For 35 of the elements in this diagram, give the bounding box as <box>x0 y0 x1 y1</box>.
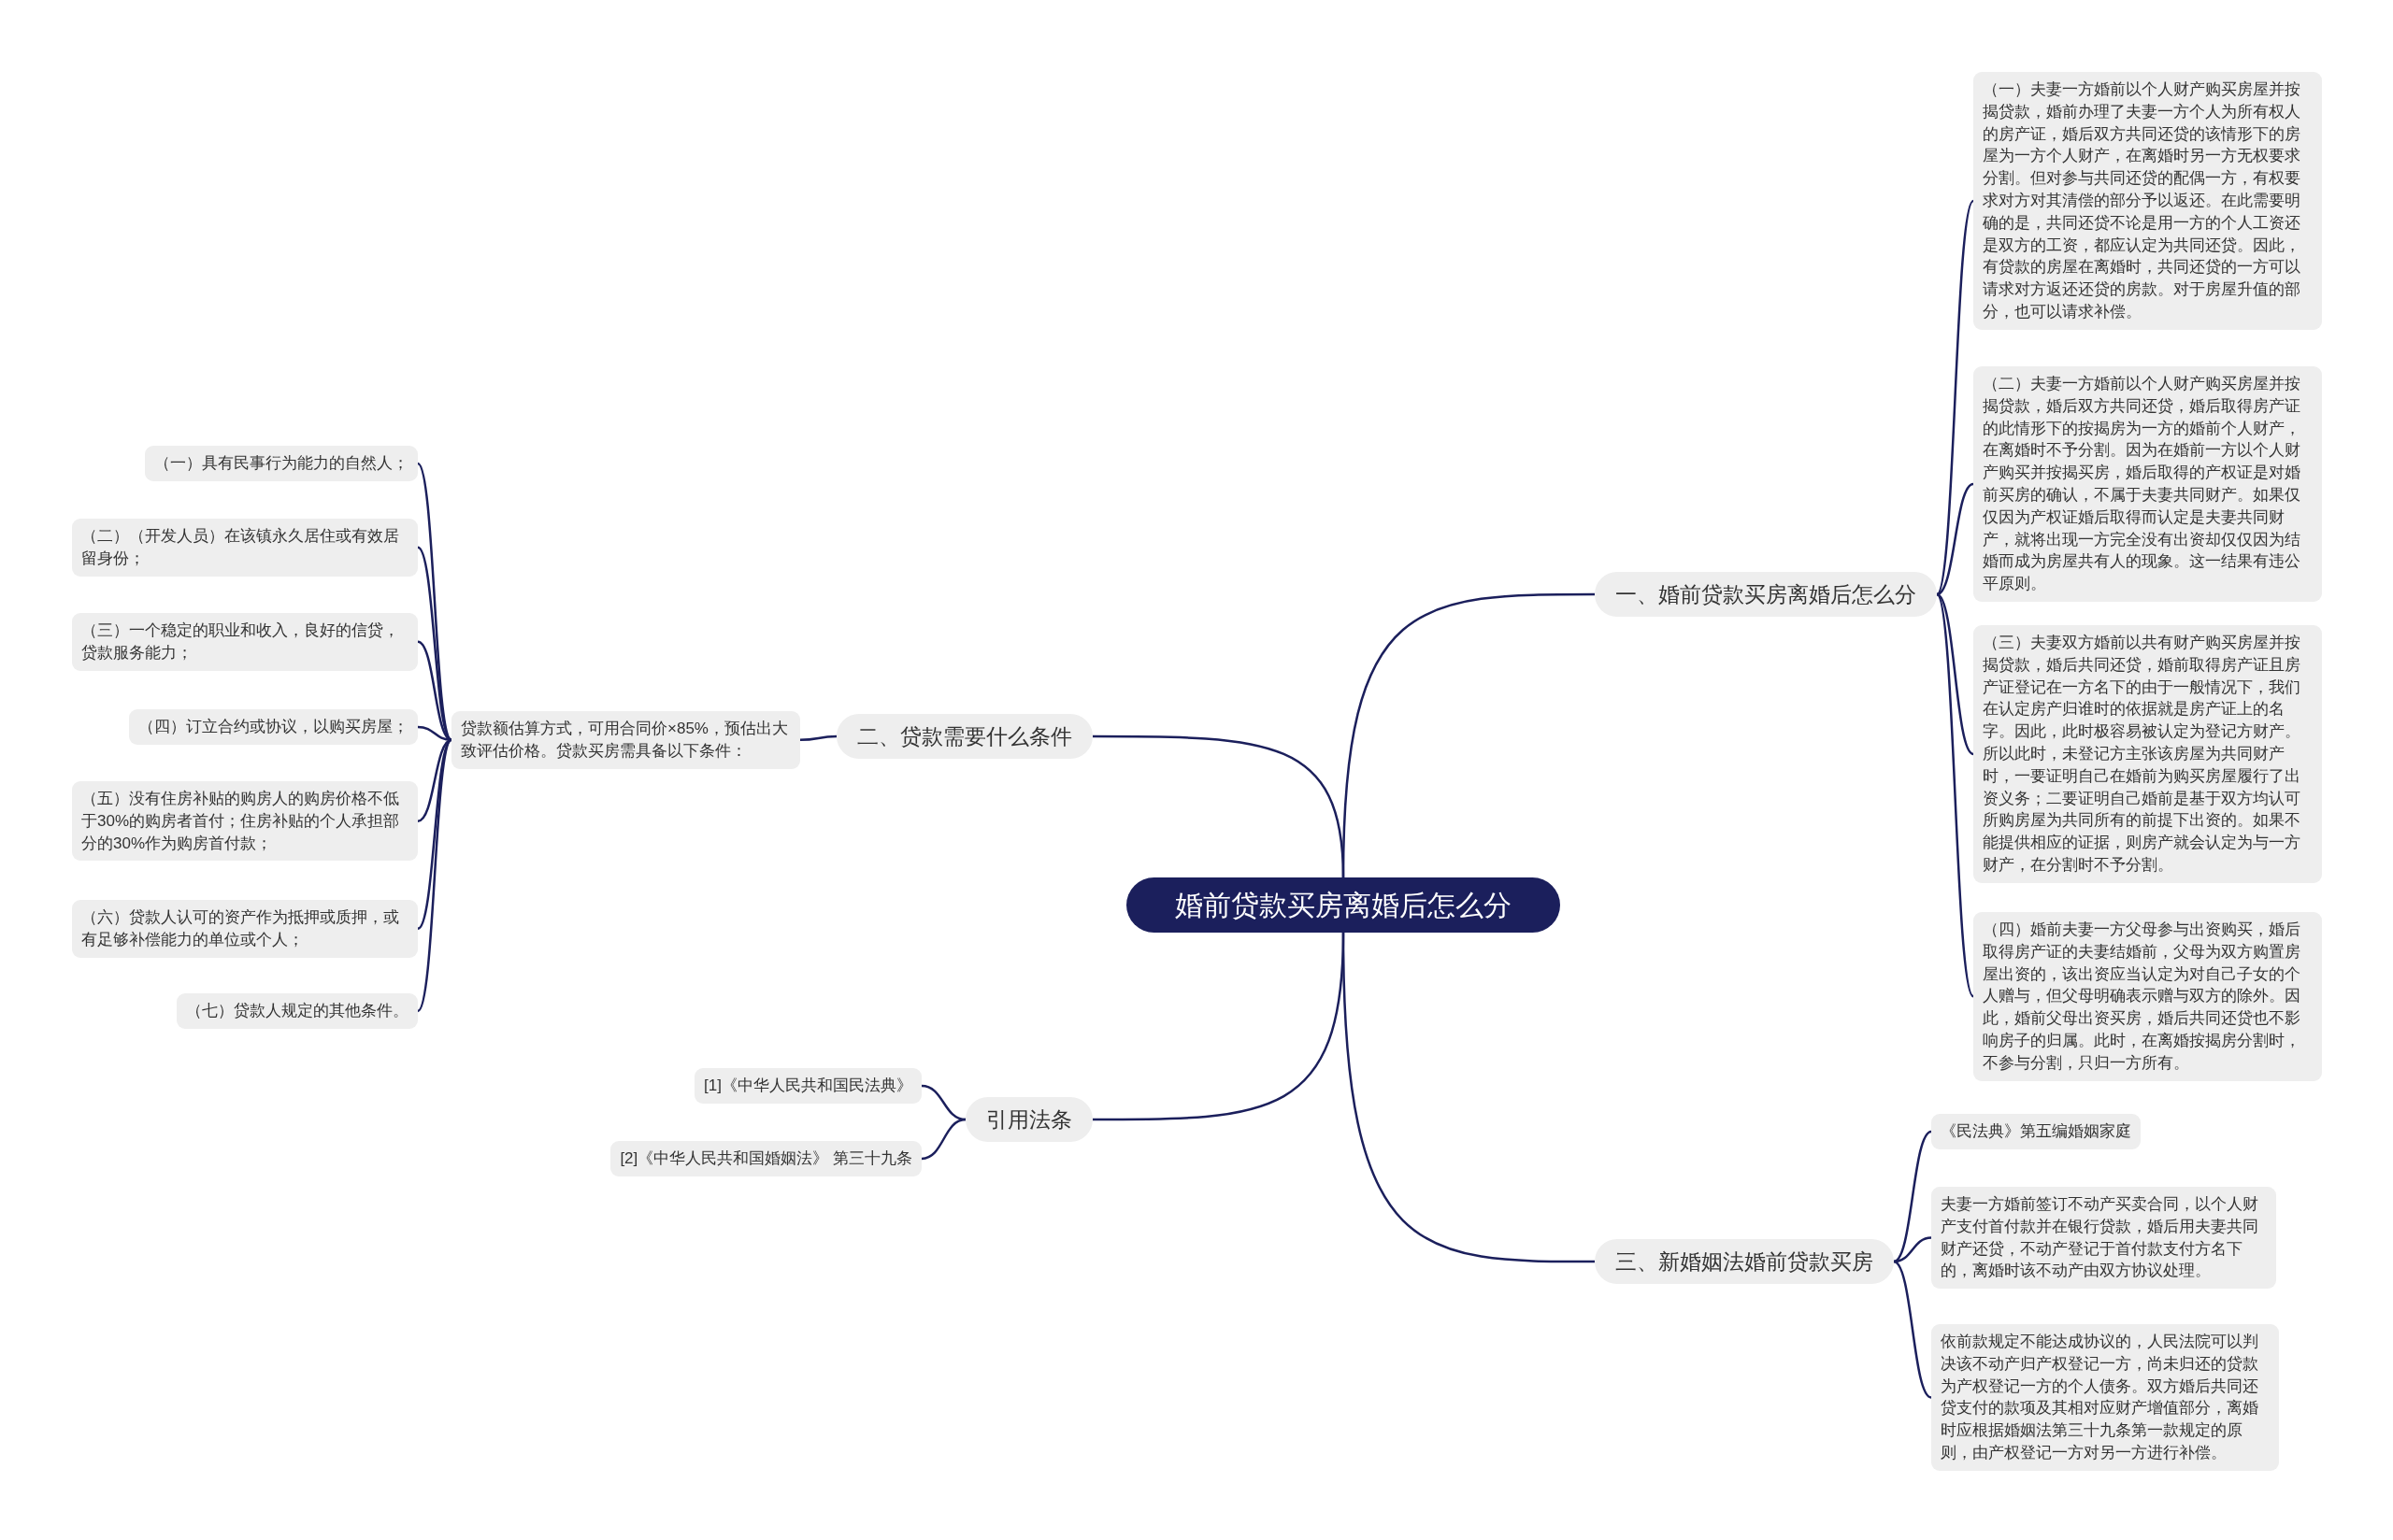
text-box: 贷款额估算方式，可用合同价×85%，预估出大致评估价格。贷款买房需具备以下条件： <box>451 711 800 769</box>
text-box: （四）订立合约或协议，以购买房屋； <box>129 709 418 745</box>
text-box: （六）贷款人认可的资产作为抵押或质押，或有足够补偿能力的单位或个人； <box>72 900 418 958</box>
central-topic: 婚前贷款买房离婚后怎么分 <box>1126 877 1560 933</box>
text-box: （七）贷款人规定的其他条件。 <box>177 993 418 1029</box>
text-box: [2]《中华人民共和国婚姻法》 第三十九条 <box>610 1141 922 1176</box>
text-box: （五）没有住房补贴的购房人的购房价格不低于30%的购房者首付；住房补贴的个人承担部分的30%作为购房首付款； <box>72 781 418 862</box>
connector-line <box>1935 593 1975 997</box>
connector-line <box>1893 1130 1932 1263</box>
connector-line <box>1936 482 1974 596</box>
text-box: 夫妻一方婚前签订不动产买卖合同，以个人财产支付首付款并在银行贷款，婚后用夫妻共同财产还贷，不动产登记于首付款支付方名下的，离婚时该不动产由双方协议处理。 <box>1931 1187 2276 1290</box>
branch-topic: 二、贷款需要什么条件 <box>837 714 1093 760</box>
text-box: 依前款规定不能达成协议的，人民法院可以判决该不动产归产权登记一方，尚未归还的贷款为产权登记一方的个人债务。双方婚后共同还贷支付的款项及其相对应财产增值部分，离婚时应根据婚姻法第三十九条第一款规定的原则，由产权登记一方对另一方进行补偿。 <box>1931 1324 2279 1471</box>
connector-line <box>1935 200 1975 595</box>
connector-line <box>1093 734 1345 878</box>
connector-line <box>417 739 452 1012</box>
text-box: （四）婚前夫妻一方父母参与出资购买，婚后取得房产证的夫妻结婚前，父母为双方购置房屋出资的，该出资应当认定为对自己子女的个人赠与，但父母明确表示赠与双方的除外。因此，婚前父母出资买房，婚后共同还贷也不影响房子的归属。此时，在离婚按揭房分割时，不参与分割，只归一方所有。 <box>1973 912 2322 1081</box>
text-box: （一）具有民事行为能力的自然人； <box>145 446 418 481</box>
connector-line <box>1341 932 1595 1263</box>
text-box: （三）夫妻双方婚前以共有财产购买房屋并按揭贷款，婚后共同还贷，婚前取得房产证且房产证登记在一方名下的由于一般情况下，我们在认定房产归谁时的依据就是房产证上的名字。因此，此时极容易被认定为登记方财产。所以此时，未登记方主张该房屋为共同财产时，一要证明自己在婚前为购买房屋履行了出资义务；二要证明自己婚前是基于双方均认可所购房屋为共同所有的前提下出资的。如果不能提供相应的证据，则房产就会认定为与一方财产，在分割时不予分割。 <box>1973 625 2322 883</box>
text-box: （一）夫妻一方婚前以个人财产购买房屋并按揭贷款，婚前办理了夫妻一方个人为所有权人的房产证，婚后双方共同还贷的该情形下的房屋为一方个人财产，在离婚时另一方无权要求分割。但对参与共同还贷的配偶一方，有权要求对方对其清偿的部分予以返还。在此需要明确的是，共同还贷不论是用一方的个人工资还是双方的工资，都应认定为共同还贷。因此，有贷款的房屋在离婚时，共同还贷的一方可以请求对方返还还贷的房款。对于房屋升值的部分，也可以请求补偿。 <box>1973 72 2322 330</box>
text-box: （二）夫妻一方婚前以个人财产购买房屋并按揭贷款，婚后双方共同还贷，婚后取得房产证的此情形下的按揭房为一方的婚前个人财产，在离婚时不予分割。因为在婚前一方以个人财产购买并按揭买房，婚后取得的产权证是对婚前买房的确认，不属于夫妻共同财产。如果仅仅因为产权证婚后取得而认定是夫妻共同财产，就将出现一方完全没有出资却仅仅因为结婚而成为房屋共有人的现象。这一结果有违公平原则。 <box>1973 366 2322 602</box>
text-box: 《民法典》第五编婚姻家庭 <box>1931 1114 2141 1149</box>
connector-line <box>1936 593 1974 755</box>
branch-topic: 三、新婚姻法婚前贷款买房 <box>1595 1239 1894 1285</box>
connector-line <box>417 546 452 741</box>
connector-line <box>799 734 838 742</box>
text-box: （三）一个稳定的职业和收入，良好的信贷，贷款服务能力； <box>72 613 418 671</box>
branch-topic: 引用法条 <box>966 1097 1093 1143</box>
connector-line <box>921 1118 967 1161</box>
connector-line <box>417 463 452 741</box>
connector-line <box>1893 1261 1932 1399</box>
text-box: [1]《中华人民共和国民法典》 <box>695 1068 922 1104</box>
text-box: （二）（开发人员）在该镇永久居住或有效居留身份； <box>72 519 418 577</box>
branch-topic: 一、婚前贷款买房离婚后怎么分 <box>1595 572 1937 618</box>
